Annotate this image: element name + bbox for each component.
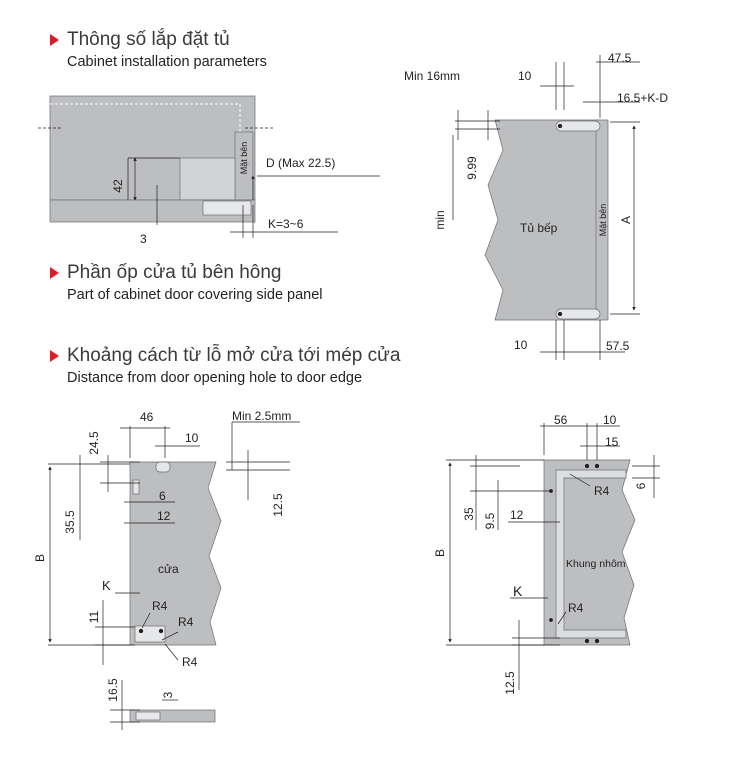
dim-15: 15 <box>605 435 619 449</box>
dim-12-5: 12.5 <box>503 671 517 695</box>
bullet-triangle-icon <box>50 350 59 362</box>
section-title: Khoảng cách từ lỗ mở cửa tới mép cửa <box>67 345 401 366</box>
hinge-block <box>179 157 236 201</box>
radius-r4-a: R4 <box>152 599 168 613</box>
dim-11: 11 <box>87 610 101 623</box>
dim-k: K <box>102 578 111 593</box>
door-label: cửa <box>158 562 179 576</box>
cabinet-body <box>484 119 601 321</box>
dim-16-5: 16.5 <box>106 678 120 702</box>
radius-r4-a: R4 <box>594 484 610 498</box>
door-body <box>129 461 222 646</box>
section-subtitle: Cabinet installation parameters <box>67 54 267 70</box>
dim-35-5: 35.5 <box>63 510 77 534</box>
dim-10-bottom: 10 <box>514 338 528 352</box>
diagram-door <box>48 421 300 730</box>
side-panel-label: Mặt bên <box>598 204 608 237</box>
dim-a: A <box>619 216 633 224</box>
section-title: Thông số lắp đặt tủ <box>67 29 230 50</box>
dim-d-max: D (Max 22.5) <box>266 156 335 170</box>
section-title: Phần ốp cửa tủ bên hông <box>67 262 282 283</box>
radius-r4-b: R4 <box>568 601 584 615</box>
bottom-hinge-hole <box>134 625 166 643</box>
dim-6: 6 <box>634 482 648 489</box>
cabinet-label: Tủ bếp <box>520 221 558 235</box>
bullet-triangle-icon <box>50 34 59 46</box>
dim-56: 56 <box>554 413 568 427</box>
radius-r4-c: R4 <box>182 655 198 669</box>
diagram-cabinet-installation <box>38 95 380 238</box>
dim-16-5-k-d: 16.5+K-D <box>617 91 668 105</box>
dim-46: 46 <box>140 410 154 424</box>
dim-35: 35 <box>462 507 476 521</box>
section-subtitle: Part of cabinet door covering side panel <box>67 287 323 303</box>
min-16mm: Min 16mm <box>404 69 460 83</box>
dim-3: 3 <box>161 691 175 698</box>
dim-min: min <box>433 210 447 229</box>
dim-k: K <box>513 583 523 599</box>
bullet-triangle-icon <box>50 267 59 279</box>
dim-12-5: 12.5 <box>271 493 285 517</box>
min-2-5mm: Min 2.5mm <box>232 409 291 423</box>
dim-42: 42 <box>111 179 125 193</box>
dim-10: 10 <box>185 431 199 445</box>
dim-k: K=3~6 <box>268 217 304 231</box>
dim-57-5: 57.5 <box>606 339 630 353</box>
section-subtitle: Distance from door opening hole to door … <box>67 370 363 386</box>
dim-3: 3 <box>140 232 147 246</box>
dim-10: 10 <box>603 413 617 427</box>
bottom-hinge-slot <box>555 308 601 320</box>
dim-9-5: 9.5 <box>483 512 497 529</box>
dim-47-5: 47.5 <box>608 51 632 65</box>
diagram-kitchen-cabinet <box>452 55 640 360</box>
dim-10-top: 10 <box>518 69 532 83</box>
dim-6: 6 <box>159 489 166 503</box>
dim-12: 12 <box>157 509 171 523</box>
dim-9-99: 9.99 <box>465 156 479 180</box>
radius-r4-b: R4 <box>178 615 194 629</box>
dim-b: B <box>33 554 47 562</box>
frame-label: Khung nhôm <box>566 558 626 570</box>
dim-12: 12 <box>510 508 524 522</box>
top-hinge-slot <box>555 120 601 132</box>
dim-24-5: 24.5 <box>87 431 101 455</box>
diagram-aluminium-frame <box>446 423 660 690</box>
side-panel-label: Mặt bên <box>239 142 249 175</box>
top-hinge-hole <box>155 461 171 473</box>
dim-b: B <box>433 549 447 557</box>
